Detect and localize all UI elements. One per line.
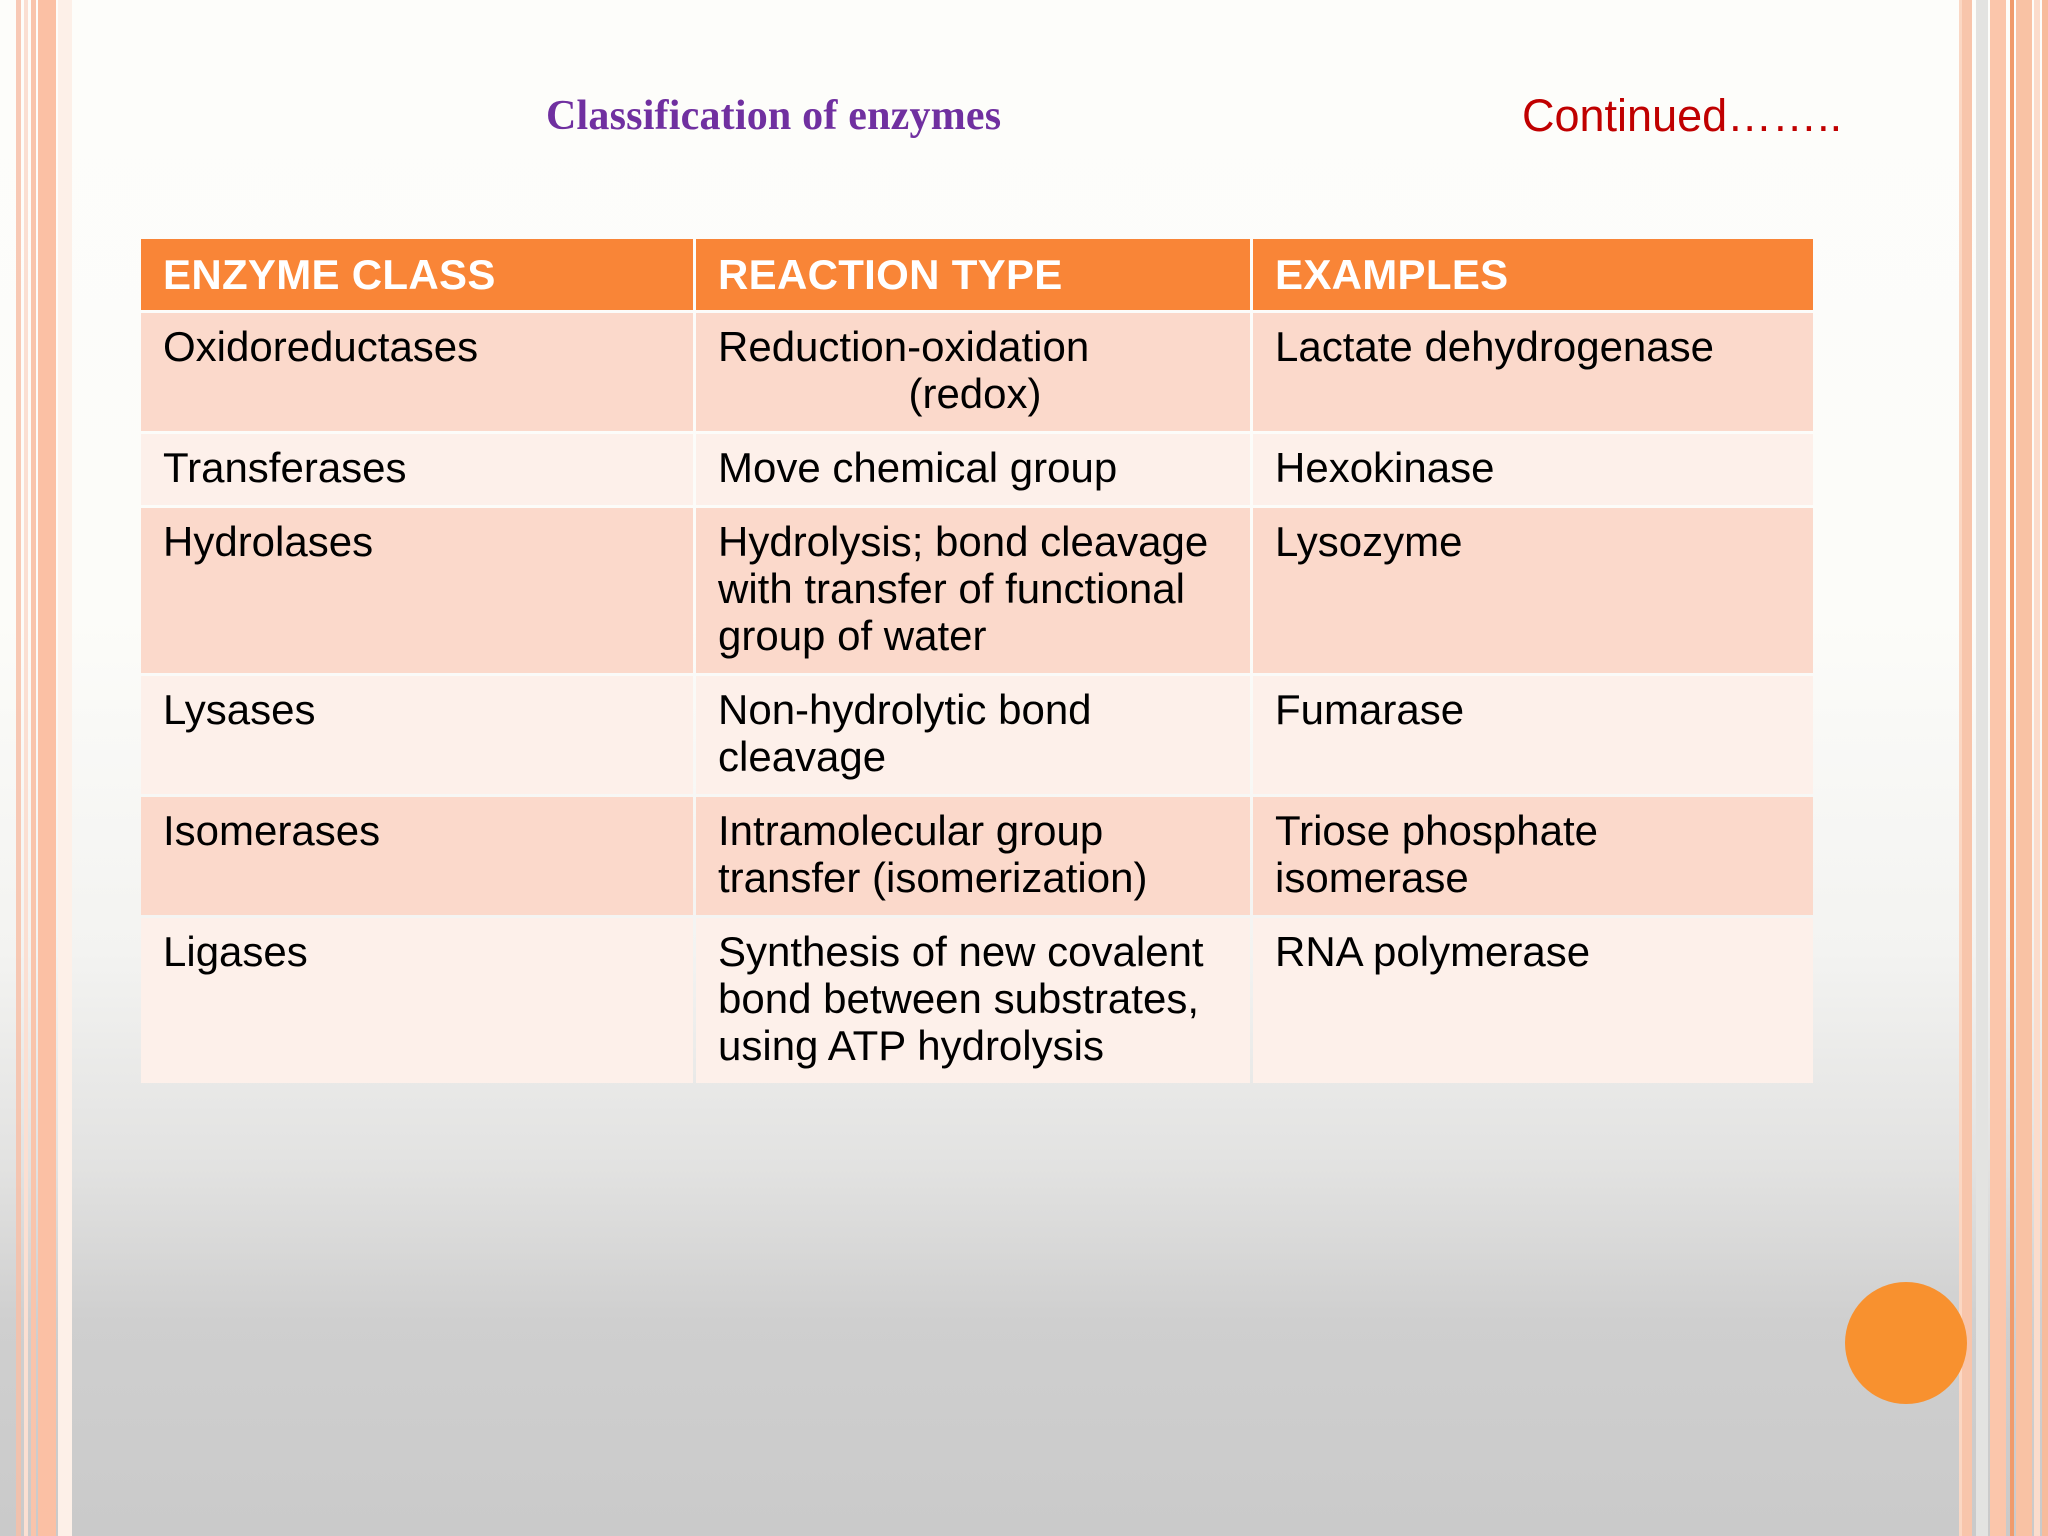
border-stripe-left-2 — [24, 0, 28, 1536]
border-stripe-left-5 — [58, 0, 72, 1536]
column-header-enzyme-class: ENZYME CLASS — [141, 239, 693, 311]
table-row: Isomerases Intramolecular group transfer… — [141, 797, 1813, 916]
reaction-type-line-2: (redox) — [908, 370, 1042, 418]
cell-example: RNA polymerase — [1253, 918, 1813, 1084]
cell-example: Triose phosphate isomerase — [1253, 797, 1813, 916]
border-stripe-right-7 — [2034, 0, 2040, 1536]
cell-enzyme-class: Lysases — [141, 676, 693, 795]
cell-example: Lysozyme — [1253, 508, 1813, 674]
border-stripe-left-1 — [16, 0, 21, 1536]
cell-example: Hexokinase — [1253, 434, 1813, 506]
cell-reaction-type: Intramolecular group transfer (isomeriza… — [696, 797, 1250, 916]
cell-reaction-type: Synthesis of new covalent bond between s… — [696, 918, 1250, 1084]
enzyme-classification-table: ENZYME CLASS REACTION TYPE EXAMPLES Oxid… — [138, 236, 1816, 1086]
border-stripe-right-3 — [1976, 0, 1988, 1536]
cell-enzyme-class: Hydrolases — [141, 508, 693, 674]
border-stripe-left-3 — [31, 0, 36, 1536]
table-row: Transferases Move chemical group Hexokin… — [141, 434, 1813, 506]
table-row: Ligases Synthesis of new covalent bond b… — [141, 918, 1813, 1084]
table-row: Oxidoreductases Reduction-oxidation (red… — [141, 313, 1813, 432]
border-stripe-right-2 — [1962, 0, 1972, 1536]
cell-example: Lactate dehydrogenase — [1253, 313, 1813, 432]
cell-reaction-type: Move chemical group — [696, 434, 1250, 506]
border-stripe-right-1 — [1959, 0, 1964, 1536]
decorative-circle — [1845, 1282, 1967, 1404]
column-header-examples: EXAMPLES — [1253, 239, 1813, 311]
border-stripe-right-6 — [2016, 0, 2032, 1536]
cell-reaction-type: Non-hydrolytic bond cleavage — [696, 676, 1250, 795]
table-row: Lysases Non-hydrolytic bond cleavage Fum… — [141, 676, 1813, 795]
cell-enzyme-class: Oxidoreductases — [141, 313, 693, 432]
table-header-row: ENZYME CLASS REACTION TYPE EXAMPLES — [141, 239, 1813, 311]
cell-enzyme-class: Ligases — [141, 918, 693, 1084]
table-row: Hydrolases Hydrolysis; bond cleavage wit… — [141, 508, 1813, 674]
continued-note: Continued…….. — [1522, 90, 1843, 141]
cell-enzyme-class: Isomerases — [141, 797, 693, 916]
cell-reaction-type: Reduction-oxidation (redox) — [696, 313, 1250, 432]
reaction-type-line-1: Reduction-oxidation — [718, 323, 1090, 371]
border-stripe-right-4 — [1990, 0, 2006, 1536]
cell-reaction-type: Hydrolysis; bond cleavage with transfer … — [696, 508, 1250, 674]
column-header-reaction-type: REACTION TYPE — [696, 239, 1250, 311]
border-stripe-right-8 — [2042, 0, 2048, 1536]
page-title: Classification of enzymes — [546, 93, 1002, 139]
border-stripe-left-4 — [38, 0, 56, 1536]
border-stripe-right-5 — [2010, 0, 2014, 1536]
cell-enzyme-class: Transferases — [141, 434, 693, 506]
cell-example: Fumarase — [1253, 676, 1813, 795]
